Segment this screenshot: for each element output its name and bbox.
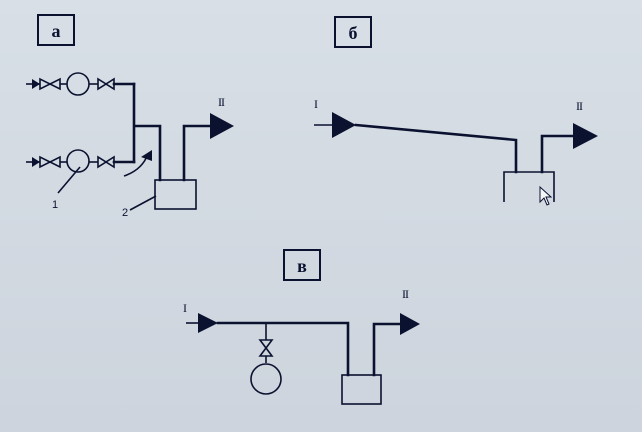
inlet-arrow-icon [198,313,218,333]
callout-1: 1 [52,199,58,211]
panel-b-label-box [334,16,372,48]
inlet-arrow-icon [32,79,40,89]
collector-pipe [132,82,162,182]
panel-v: в I II [183,249,420,405]
outlet-arrow-icon [573,123,598,149]
panel-v-label-box [283,249,321,281]
panel-a: а [26,14,234,219]
valve-icon [39,77,61,91]
callout-2-leader [129,195,157,211]
panel-v-label: в [297,256,307,276]
panel-b-feed-pipe [354,123,518,174]
valve-icon [258,339,274,357]
vessel-icon [503,171,555,202]
panel-b: б I II [314,16,598,206]
panel-b-outlet-marker: II [576,99,583,113]
upper-feed-line [26,72,136,96]
valve-icon [97,155,115,169]
inlet-arrow-icon [332,112,356,138]
panel-a-label-box [37,14,75,46]
outlet-pipe [182,124,214,182]
callout-1-leader [57,166,81,194]
panel-b-outlet-pipe [540,134,577,174]
panel-a-outlet-marker: II [218,95,225,109]
outlet-arrow-icon [210,113,234,139]
panel-a-label: а [52,21,61,41]
vessel-icon [154,179,197,210]
cursor-icon [539,185,553,206]
pump-icon [66,149,90,173]
lower-feed-line [26,149,136,173]
callout-2: 2 [122,207,128,219]
vessel-icon [341,374,382,405]
inlet-arrow-icon [32,157,40,167]
outlet-arrow-icon [400,313,420,335]
pump-icon [66,72,90,96]
panel-v-feed-pipe [216,321,350,377]
valve-icon [39,155,61,169]
panel-v-inlet-marker: I [183,301,187,315]
panel-v-outlet-pipe [372,322,404,377]
panel-b-inlet-marker: I [314,97,318,111]
valve-icon [97,77,115,91]
panel-v-outlet-marker: II [402,287,409,301]
panel-b-label: б [349,23,358,43]
pump-icon [250,363,282,395]
